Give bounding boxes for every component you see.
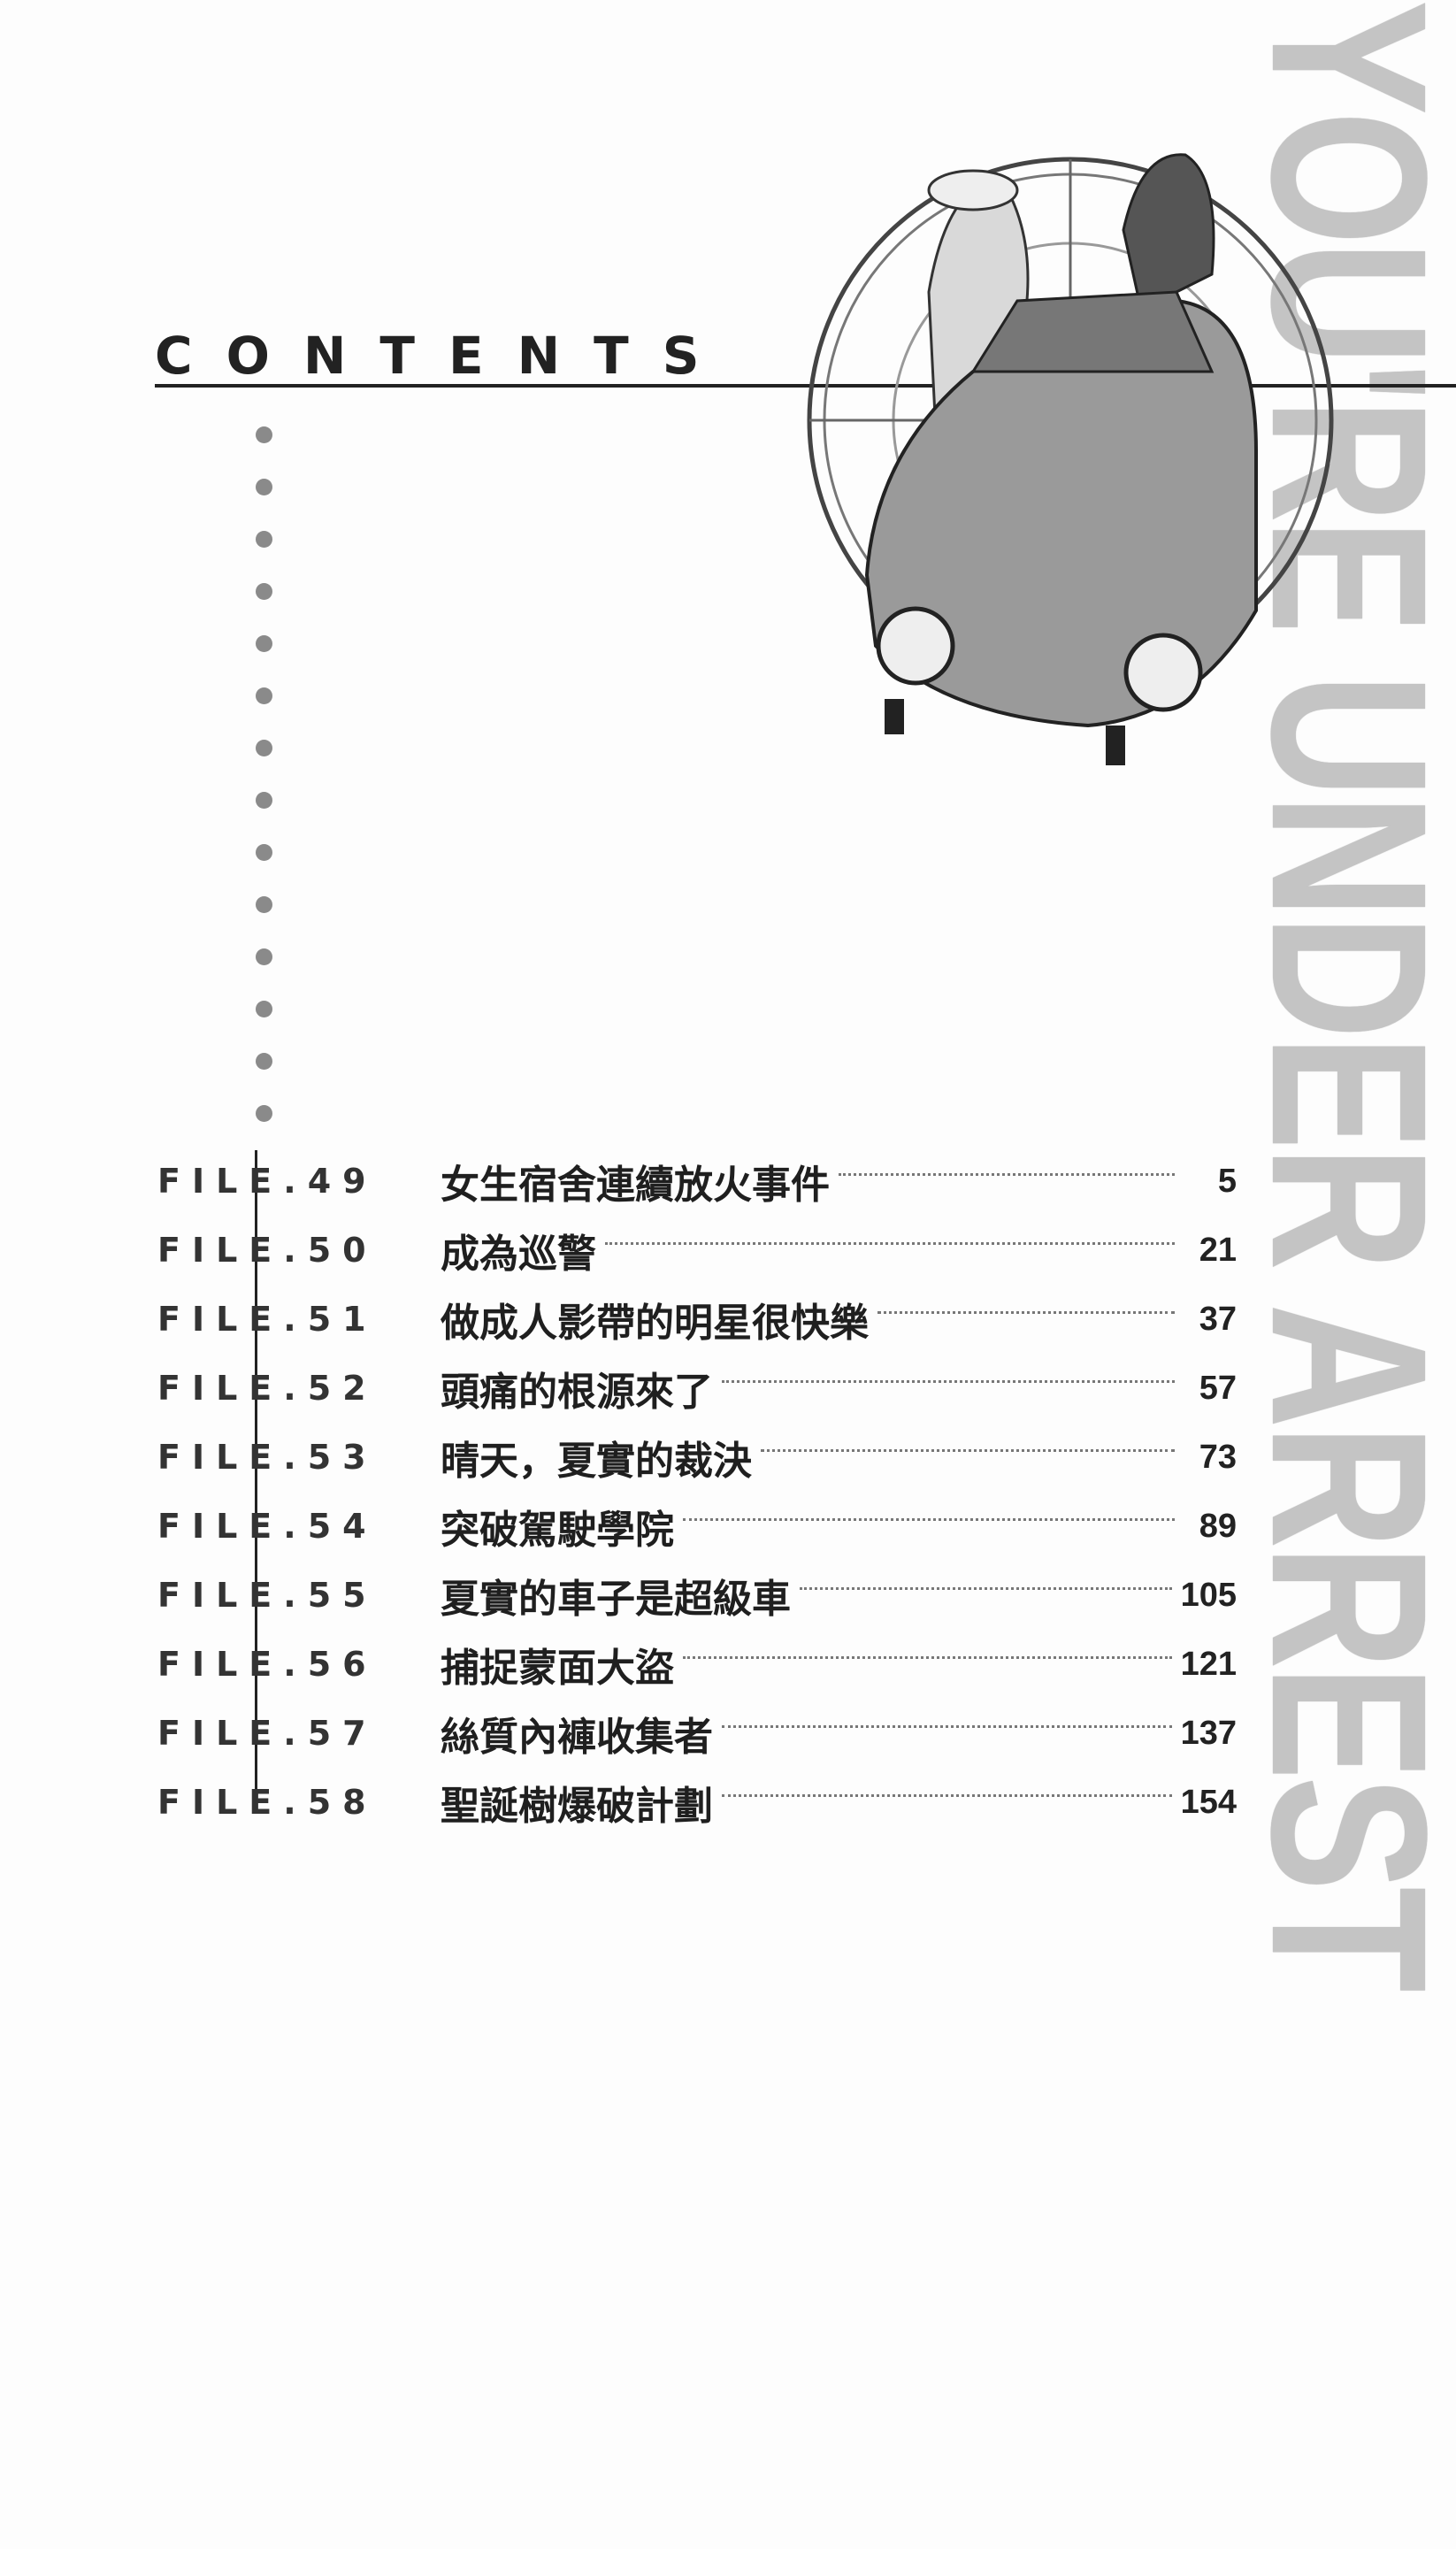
dot-icon (256, 740, 272, 756)
page-number: 105 (1180, 1576, 1237, 1614)
dot-icon (256, 948, 272, 965)
file-number: FILE.54 (157, 1507, 378, 1546)
dot-leader (722, 1379, 1175, 1383)
toc-entry[interactable]: FILE.58 聖誕樹爆破計劃 154 (157, 1768, 1237, 1837)
chapter-title: 晴天，夏實的裁決 (441, 1439, 752, 1484)
decorative-dots (256, 426, 273, 1157)
chapter-title: 頭痛的根源來了 (441, 1370, 713, 1415)
toc-entry[interactable]: FILE.55 夏實的車子是超級車 105 (157, 1561, 1237, 1630)
page-number: 5 (1217, 1162, 1237, 1200)
toc-entry[interactable]: FILE.56 捕捉蒙面大盜 121 (157, 1630, 1237, 1699)
dot-icon (256, 792, 272, 809)
toc-entry[interactable]: FILE.50 成為巡警 21 (157, 1216, 1237, 1285)
chapter-title: 女生宿舍連續放火事件 (441, 1163, 830, 1208)
dot-leader (761, 1448, 1175, 1452)
page-number: 89 (1199, 1507, 1237, 1545)
page-number: 57 (1199, 1369, 1237, 1407)
file-number: FILE.55 (157, 1576, 378, 1615)
file-number: FILE.58 (157, 1783, 378, 1822)
file-number: FILE.56 (157, 1645, 378, 1684)
dot-icon (256, 1105, 272, 1122)
dot-icon (256, 896, 272, 913)
dot-icon (256, 531, 272, 548)
toc-entry[interactable]: FILE.52 頭痛的根源來了 57 (157, 1354, 1237, 1423)
toc-entry[interactable]: FILE.57 絲質內褲收集者 137 (157, 1699, 1237, 1768)
page-number: 21 (1199, 1231, 1237, 1269)
heading-rule (155, 384, 1456, 388)
chapter-title: 絲質內褲收集者 (441, 1715, 713, 1760)
dot-icon (256, 1001, 272, 1017)
page-number: 121 (1180, 1645, 1237, 1683)
page-number: 73 (1199, 1438, 1237, 1476)
chapter-title: 夏實的車子是超級車 (441, 1577, 791, 1622)
chapter-title: 聖誕樹爆破計劃 (441, 1784, 713, 1829)
dot-leader (722, 1724, 1172, 1728)
dot-icon (256, 844, 272, 861)
cover-illustration-car-and-officers (807, 153, 1334, 765)
chapter-title: 做成人影帶的明星很快樂 (441, 1301, 869, 1346)
toc-entry[interactable]: FILE.54 突破駕駛學院 89 (157, 1492, 1237, 1561)
toc-entry[interactable]: FILE.53 晴天，夏實的裁決 73 (157, 1423, 1237, 1492)
dot-icon (256, 635, 272, 652)
dot-leader (800, 1586, 1172, 1590)
dot-leader (877, 1310, 1175, 1314)
dot-leader (683, 1517, 1175, 1521)
dot-leader (839, 1172, 1175, 1176)
dot-leader (722, 1793, 1172, 1797)
file-number: FILE.50 (157, 1231, 378, 1270)
dot-icon (256, 479, 272, 495)
dot-leader (605, 1241, 1175, 1245)
dot-icon (256, 1053, 272, 1070)
file-number: FILE.51 (157, 1300, 378, 1339)
chapter-title: 捕捉蒙面大盜 (441, 1646, 674, 1691)
toc-divider (255, 1150, 257, 1814)
chapter-title: 突破駕駛學院 (441, 1508, 674, 1553)
dot-leader (683, 1655, 1172, 1659)
chapter-title: 成為巡警 (441, 1232, 596, 1277)
file-number: FILE.53 (157, 1438, 378, 1477)
file-number: FILE.49 (157, 1162, 378, 1201)
toc-entry[interactable]: FILE.49 女生宿舍連續放火事件 5 (157, 1147, 1237, 1216)
dot-icon (256, 687, 272, 704)
file-number: FILE.52 (157, 1369, 378, 1408)
dot-icon (256, 426, 272, 443)
page-number: 154 (1180, 1783, 1237, 1821)
dot-icon (256, 583, 272, 600)
page-number: 137 (1180, 1714, 1237, 1752)
contents-heading: CONTENTS (155, 326, 733, 386)
file-number: FILE.57 (157, 1714, 378, 1753)
page-number: 37 (1199, 1300, 1237, 1338)
toc-entry[interactable]: FILE.51 做成人影帶的明星很快樂 37 (157, 1285, 1237, 1354)
